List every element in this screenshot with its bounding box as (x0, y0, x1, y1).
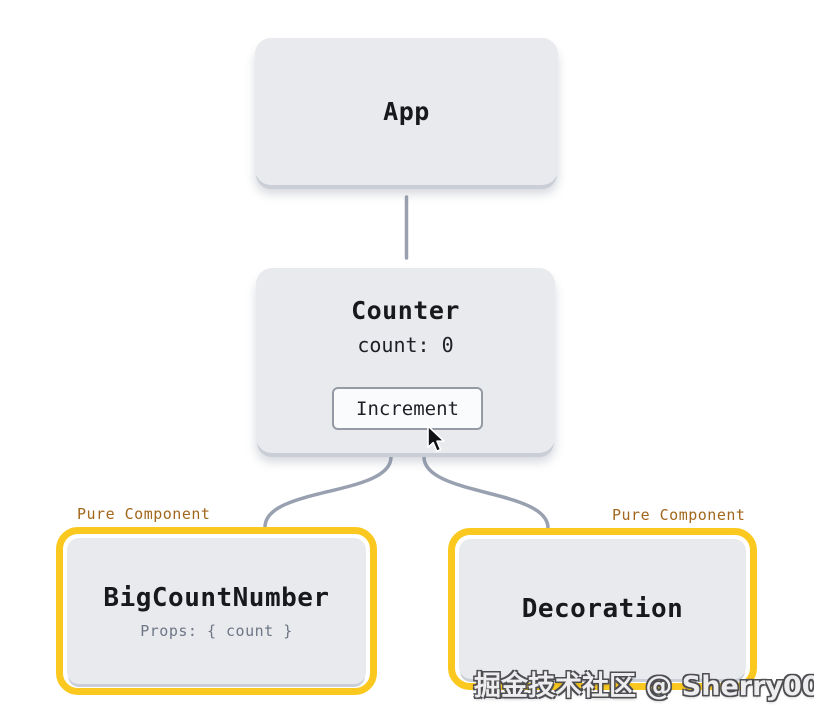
watermark-text: 掘金技术社区 @ Sherry007 (474, 671, 814, 702)
counter-state-text: count: 0 (357, 333, 454, 357)
node-bigcountnumber-title: BigCountNumber (103, 582, 330, 613)
node-counter-title: Counter (351, 296, 460, 325)
node-decoration: Decoration (448, 528, 757, 690)
connector-counter-bigcountnumber (263, 455, 393, 529)
bigcountnumber-props-text: Props: { count } (140, 621, 293, 640)
node-decoration-body: Decoration (459, 539, 746, 679)
node-bigcountnumber-body: BigCountNumber Props: { count } (67, 538, 366, 684)
node-app-title: App (383, 97, 430, 126)
mouse-cursor-icon (427, 425, 445, 452)
pure-component-badge-right: Pure Component (612, 506, 746, 524)
node-decoration-title: Decoration (521, 594, 684, 624)
connector-counter-decoration (422, 455, 550, 530)
node-app: App (255, 38, 558, 185)
node-counter: Counter count: 0 Increment (256, 268, 555, 453)
node-bigcountnumber: BigCountNumber Props: { count } (56, 527, 377, 695)
increment-button[interactable]: Increment (332, 387, 483, 430)
pure-component-badge-left: Pure Component (77, 505, 211, 523)
